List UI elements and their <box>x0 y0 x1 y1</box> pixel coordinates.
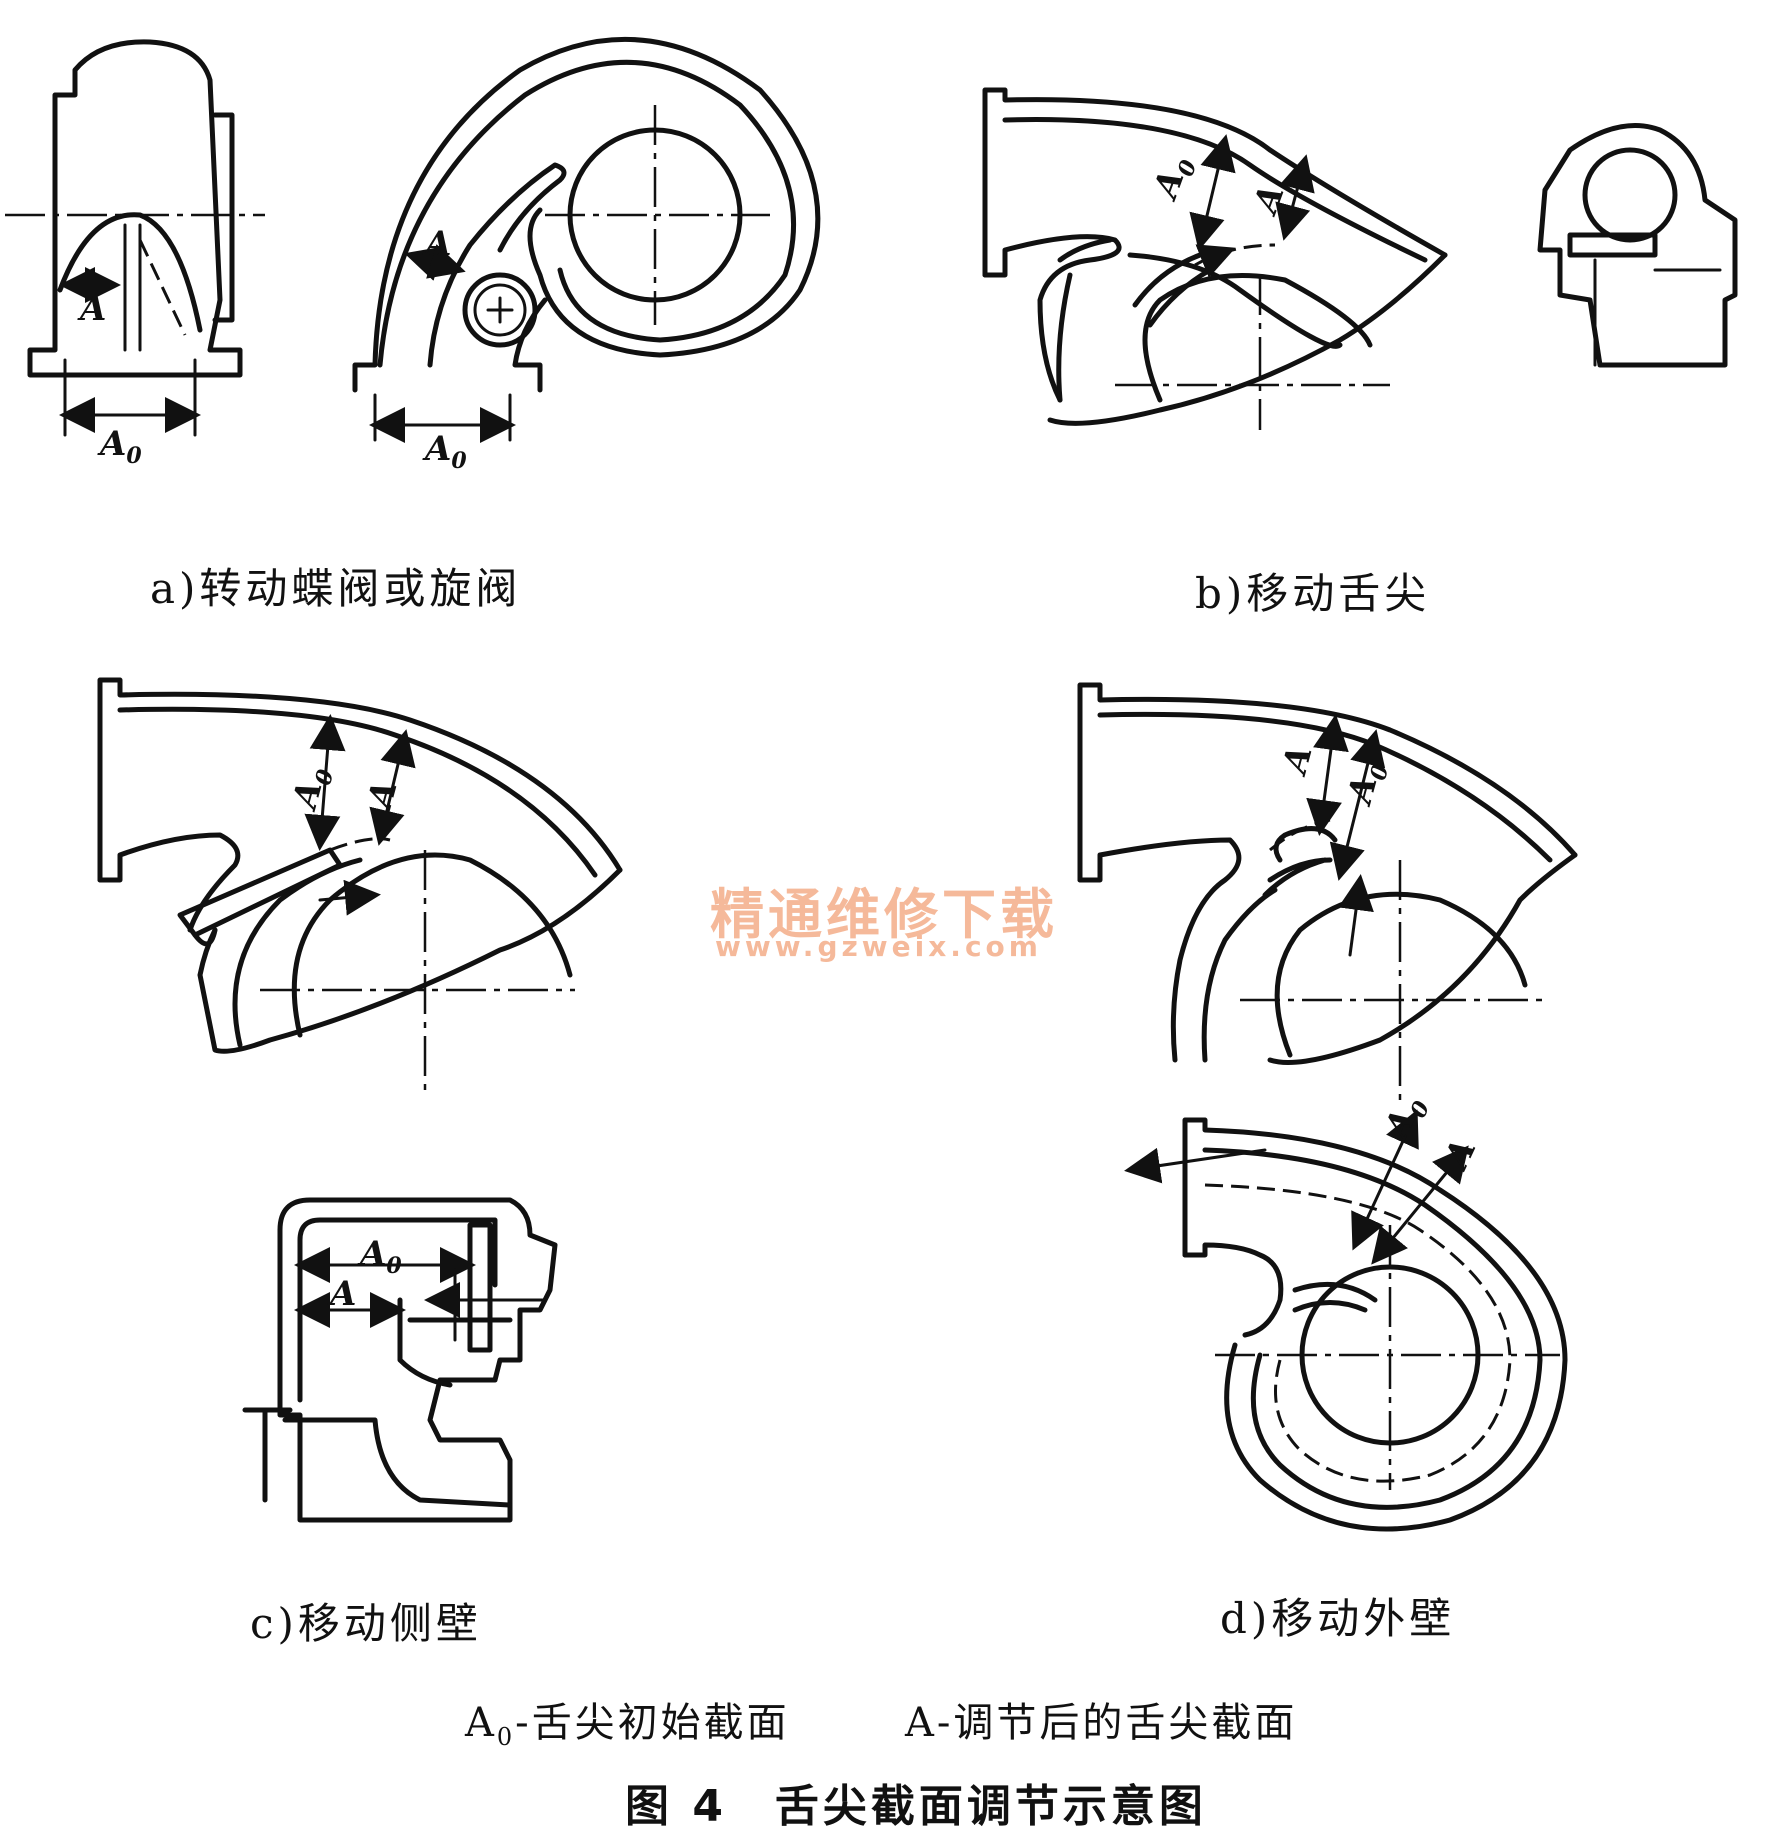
panel-c-cross-section <box>242 1197 558 1523</box>
caption-a: a)转动蝶阀或旋阀 <box>150 564 522 613</box>
label-c2-A: A <box>327 1274 356 1314</box>
panel-b-volute <box>982 87 1448 430</box>
legend-a: A-调节后的舌尖截面 <box>905 1700 1298 1746</box>
watermark-url: www.gzweix.com <box>715 930 1042 963</box>
panel-c-volute <box>97 677 623 1090</box>
legend-a0-text: -舌尖初始截面 <box>515 1700 790 1746</box>
caption-d: d)移动外壁 <box>1220 1594 1456 1643</box>
label-a-A: A <box>77 289 106 329</box>
legend-a0: A0-舌尖初始截面 <box>465 1690 790 1751</box>
svg-text:A: A <box>359 776 405 815</box>
label-a2-A0: A0 <box>422 429 467 474</box>
caption-c: c)移动侧壁 <box>250 1599 482 1648</box>
figure-title: 图 4 舌尖截面调节示意图 <box>625 1781 1207 1832</box>
label-a2-A: A <box>422 224 451 264</box>
svg-text:A: A <box>1436 1133 1485 1177</box>
watermark-text: 精通维修下载 <box>710 883 1058 946</box>
label-d-A: A <box>1274 741 1320 780</box>
panel-b-cross-section <box>1537 123 1738 368</box>
label-d2-A0: A0 <box>1376 1088 1436 1148</box>
label-c2-A0: A0 <box>357 1234 402 1279</box>
label-a-A0: A0 <box>97 424 142 469</box>
svg-text:A: A <box>1274 741 1320 780</box>
label-d2-A: A <box>1436 1133 1485 1177</box>
svg-text:A0: A0 <box>1339 756 1394 811</box>
legend-a0-symbol-sub: 0 <box>496 1723 516 1751</box>
label-c-A: A <box>359 776 405 815</box>
panel-a-side-section <box>5 39 265 437</box>
panel-d-spiral <box>1124 1109 1568 1532</box>
label-d-A0: A0 <box>1339 756 1394 811</box>
svg-text:A0: A0 <box>284 761 339 816</box>
label-c-A0: A0 <box>284 761 339 816</box>
label-b-A0: A0 <box>1145 150 1203 208</box>
svg-text:A0: A0 <box>1376 1088 1436 1148</box>
panel-d-volute <box>1077 682 1578 1100</box>
caption-b: b)移动舌尖 <box>1195 569 1431 618</box>
legend-a0-symbol: A <box>465 1700 497 1746</box>
svg-text:A0: A0 <box>1145 150 1203 208</box>
panel-a-volute <box>352 36 821 443</box>
